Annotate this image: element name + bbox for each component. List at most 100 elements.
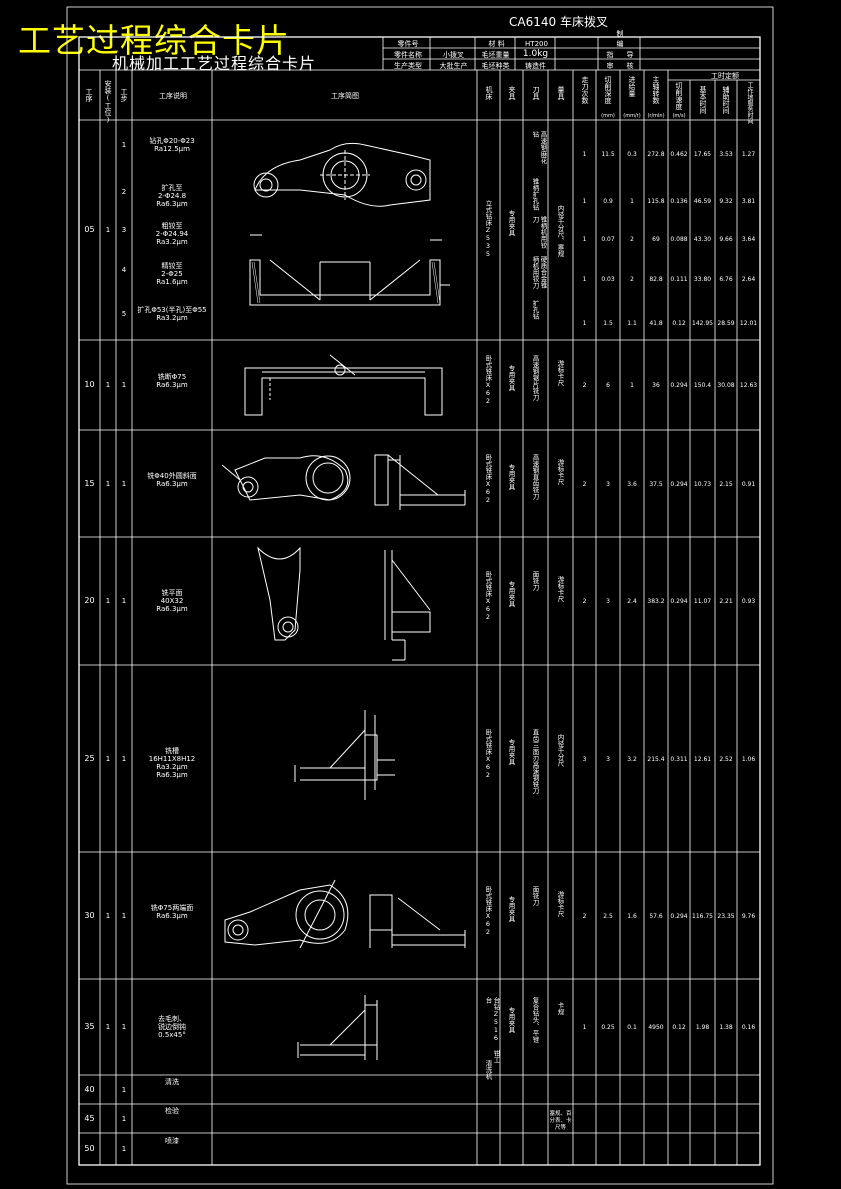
col-install: 安装(工位) xyxy=(104,80,112,124)
col-service-time: 工作地服务时间 xyxy=(746,82,753,124)
op-fixture: 专用夹具 xyxy=(507,738,515,765)
op-step: 4 xyxy=(121,266,127,274)
op-jb: 1.98 xyxy=(695,1024,710,1031)
op-machine: 卧式铣床X62 xyxy=(484,728,492,779)
op-zs: 69 xyxy=(652,236,660,243)
op-number: 35 xyxy=(84,1022,95,1031)
op-fixture: 专用夹具 xyxy=(507,581,515,607)
op-zd: 2 xyxy=(582,382,587,389)
op-gzd: 3.81 xyxy=(741,198,756,205)
op-number: 45 xyxy=(84,1113,95,1123)
op-zs: 215.4 xyxy=(647,755,665,763)
op-sd: 0.111 xyxy=(670,276,688,283)
op-description: 扩孔至 2-Φ24.8 Ra6.3μm xyxy=(156,184,188,208)
op-gzd: 0.91 xyxy=(741,480,756,488)
op-install: 1 xyxy=(105,479,111,488)
op-install: 1 xyxy=(105,381,111,389)
label-part-no: 零件号 xyxy=(397,40,419,48)
op-install: 1 xyxy=(105,754,111,763)
op-jb: 46.59 xyxy=(693,198,712,205)
op-tool: 高速钢麻花钻 xyxy=(531,131,547,164)
op-machine: 清洗机 xyxy=(484,1059,492,1080)
label-review-2: 核 xyxy=(626,62,634,70)
op-fz: 9.32 xyxy=(719,198,733,205)
op-install: 1 xyxy=(105,226,111,234)
op-step: 1 xyxy=(121,1114,127,1123)
op-fz: 9.66 xyxy=(719,236,733,243)
op-step: 1 xyxy=(121,754,127,763)
op-gzd: 9.76 xyxy=(741,912,756,920)
op-machine: 卧式铣床X62 xyxy=(484,453,492,504)
col-step: 工步 xyxy=(120,88,128,102)
op-jg: 0.1 xyxy=(627,1024,637,1031)
op-qs: 0.07 xyxy=(601,236,615,243)
op-tool: 高速钢直齿铣刀 xyxy=(531,453,539,500)
op-jg: 2 xyxy=(630,276,634,283)
op-zs: 57.6 xyxy=(649,912,663,920)
op-gauge: 游标卡尺 xyxy=(556,360,564,386)
op-zd: 1 xyxy=(582,151,587,158)
op-description: 铣Φ40外圆斜面 Ra6.3μm xyxy=(147,471,197,488)
op-number: 10 xyxy=(84,380,95,389)
op-gauge: 塞规、百分表、卡尺等 xyxy=(549,1110,572,1131)
label-part-name: 零件名称 xyxy=(394,51,422,59)
op-fixture: 专用夹具 xyxy=(507,1007,515,1033)
col-machine: 机床 xyxy=(485,86,493,100)
op-jb: 116.75 xyxy=(692,912,713,920)
op-jb: 10.73 xyxy=(693,480,712,488)
label-guide-2: 导 xyxy=(626,51,634,59)
sketch-05 xyxy=(249,142,450,306)
op-number: 50 xyxy=(84,1144,95,1153)
sketch-25 xyxy=(294,710,395,800)
op-description: 精铰至 2-Φ25 Ra1.6μm xyxy=(156,262,188,286)
col-description: 工序说明 xyxy=(159,92,187,100)
label-edit: 编 xyxy=(616,40,624,48)
label-blank-type: 毛坯种类 xyxy=(481,62,510,70)
op-sd: 0.12 xyxy=(672,1024,686,1031)
value-production-type: 大批生产 xyxy=(439,62,468,70)
op-step: 1 xyxy=(121,479,127,488)
op-number: 30 xyxy=(84,910,95,920)
op-jb: 150.4 xyxy=(693,382,712,389)
col-depth: 切削深度 xyxy=(604,76,612,104)
op-jb: 12.61 xyxy=(693,755,712,763)
value-blank-type: 铸造件 xyxy=(525,62,546,70)
op-number: 40 xyxy=(84,1084,95,1094)
col-fixture: 夹具 xyxy=(508,86,516,100)
sketch-30 xyxy=(224,879,466,949)
op-gzd: 1.27 xyxy=(741,151,756,158)
op-jg: 3.6 xyxy=(627,480,637,488)
op-tool: 锥柄扩孔钻 xyxy=(531,178,539,211)
op-qs: 3 xyxy=(606,598,610,605)
col-speed: 主轴转数 xyxy=(652,76,660,104)
op-jg: 2.4 xyxy=(627,598,637,605)
col-passes: 走刀次数 xyxy=(581,76,589,104)
unit-speed: (r/min) xyxy=(647,113,665,119)
op-zd: 1 xyxy=(582,276,587,283)
op-zs: 115.8 xyxy=(647,198,665,205)
op-gzd: 0.93 xyxy=(741,598,756,605)
op-gauge: 游标卡尺 xyxy=(556,458,564,485)
op-gzd: 0.16 xyxy=(741,1024,756,1031)
col-feed: 进给量 xyxy=(628,76,636,97)
label-material: 材 料 xyxy=(488,40,505,48)
op-zd: 2 xyxy=(582,912,587,920)
op-tool: 复合钻头、平锉 xyxy=(531,997,539,1043)
op-gauge: 内径千分尺 xyxy=(556,733,564,767)
op-description: 粗铰至 2-Φ24.94 Ra3.2μm xyxy=(155,222,189,246)
op-zd: 2 xyxy=(582,598,587,605)
op-jb: 11.07 xyxy=(693,598,712,605)
op-sd: 0.294 xyxy=(670,598,688,605)
op-step: 3 xyxy=(121,226,127,234)
op-jg: 1 xyxy=(630,198,634,205)
op-gzd: 12.63 xyxy=(739,382,758,389)
col-tool: 刀具 xyxy=(532,86,540,100)
op-qs: 1.5 xyxy=(603,320,613,327)
op-install: 1 xyxy=(105,1023,111,1031)
op-tool: 锥柄机用铰刀 xyxy=(531,216,547,249)
op-qs: 0.25 xyxy=(601,1024,615,1031)
op-jb: 17.65 xyxy=(693,151,712,158)
op-zd: 3 xyxy=(582,755,587,763)
col-sketch: 工序简图 xyxy=(331,92,359,100)
op-fixture: 专用夹具 xyxy=(507,365,515,391)
